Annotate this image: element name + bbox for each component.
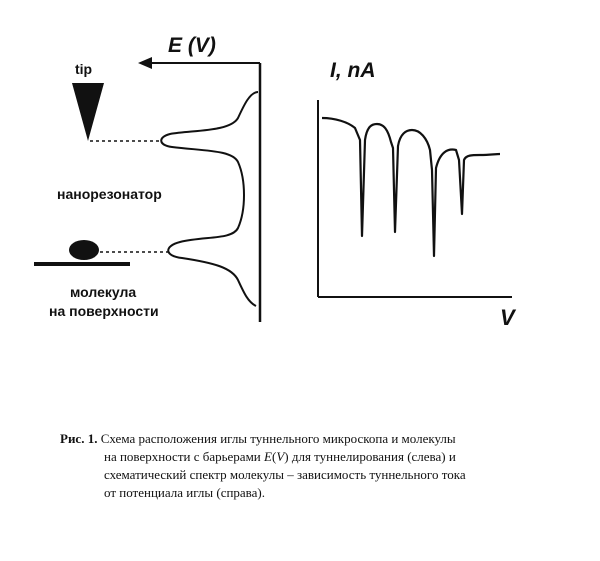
caption-line2: на поверхности с барьерами E(V) для тунн… (60, 448, 570, 466)
resonator-label: нанорезонатор (57, 186, 162, 202)
caption-line3: схематический спектр молекулы – зависимо… (104, 467, 466, 482)
surface-line (34, 262, 130, 266)
voltage-axis-label: V (500, 305, 517, 330)
molecule-icon (69, 240, 99, 260)
caption-line1: Схема расположения иглы туннельного микр… (100, 431, 456, 446)
current-axis-label: I, nA (330, 59, 376, 82)
spectrum-curve (321, 116, 501, 258)
tip-icon (72, 83, 104, 141)
barrier-curve (160, 91, 259, 307)
caption-line4: от потенциала иглы (справа). (104, 485, 266, 500)
molecule-label-line2: на поверхности (49, 303, 159, 319)
right-diagram: I, nA V (317, 59, 517, 330)
figure-caption: Рис. 1. Схема расположения иглы туннельн… (60, 430, 570, 502)
caption-line2-b: ( (271, 449, 277, 464)
caption-line2-c: ) для туннелирования (слева) и (284, 449, 456, 464)
caption-lead: Рис. 1. (60, 431, 98, 446)
left-diagram: E (V) tip нанорезонатор молекула на пове… (34, 34, 262, 322)
caption-line2-e: E (264, 449, 272, 464)
energy-axis-label: E (V) (168, 34, 216, 57)
molecule-label-line1: молекула (70, 284, 136, 300)
caption-line2-a: на поверхности с барьерами (104, 449, 265, 464)
energy-axis-arrowhead (138, 57, 152, 69)
caption-line2-v: V (276, 449, 285, 464)
tip-label: tip (75, 61, 92, 77)
figure-diagrams: E (V) tip нанорезонатор молекула на пове… (34, 34, 517, 330)
